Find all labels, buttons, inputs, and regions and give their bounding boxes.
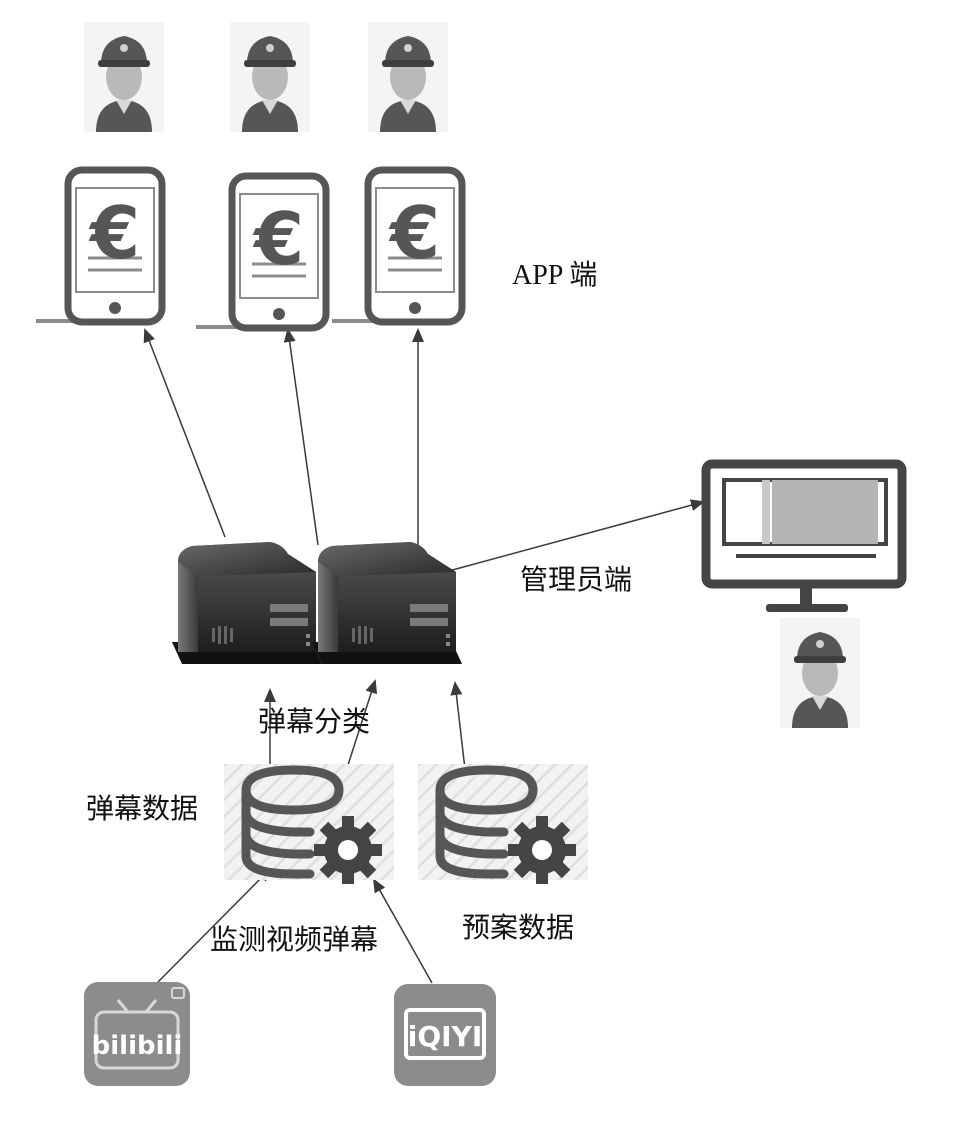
label-danmaku-data: 弹幕数据 (86, 792, 199, 825)
phone-3: € (332, 170, 462, 322)
arrow-bilibili-to-danmaku-db (157, 867, 272, 983)
phone-1: € (36, 170, 162, 322)
label-monitor-video-danmaku: 监测视频弹幕 (210, 923, 379, 956)
label-admin-side: 管理员端 (520, 563, 633, 596)
bilibili-logo: bilibili (84, 982, 190, 1086)
officer-avatar-1 (84, 22, 164, 132)
officer-avatar-2 (230, 22, 310, 132)
arrow-server-to-admin-monitor (444, 499, 705, 573)
svg-text:bilibili: bilibili (92, 1031, 183, 1061)
arrow-iqiyi-to-danmaku-db (373, 878, 433, 984)
server-2 (312, 542, 462, 664)
arrows (143, 328, 705, 984)
officer-avatar-3 (368, 22, 448, 132)
euro-icon: € (388, 191, 440, 275)
phone-2: € (196, 176, 326, 328)
arrow-server-to-phone-1 (143, 328, 226, 538)
plan-database-icon (418, 764, 588, 884)
label-app-side: APP 端 (512, 260, 598, 291)
arrow-server-to-phone-2 (283, 328, 319, 546)
arrow-danmaku-db-to-server-2 (347, 679, 378, 766)
euro-icon: € (88, 191, 140, 275)
admin-monitor-icon (701, 459, 907, 612)
admin-officer-avatar (780, 618, 860, 728)
euro-icon: € (252, 197, 304, 281)
label-plan-data: 预案数据 (462, 911, 575, 944)
label-danmaku-classify: 弹幕分类 (258, 705, 371, 738)
iqiyi-logo: iQIYI (394, 984, 496, 1086)
danmaku-database-icon (224, 764, 394, 884)
svg-text:iQIYI: iQIYI (408, 1020, 483, 1053)
server-1 (172, 542, 322, 664)
